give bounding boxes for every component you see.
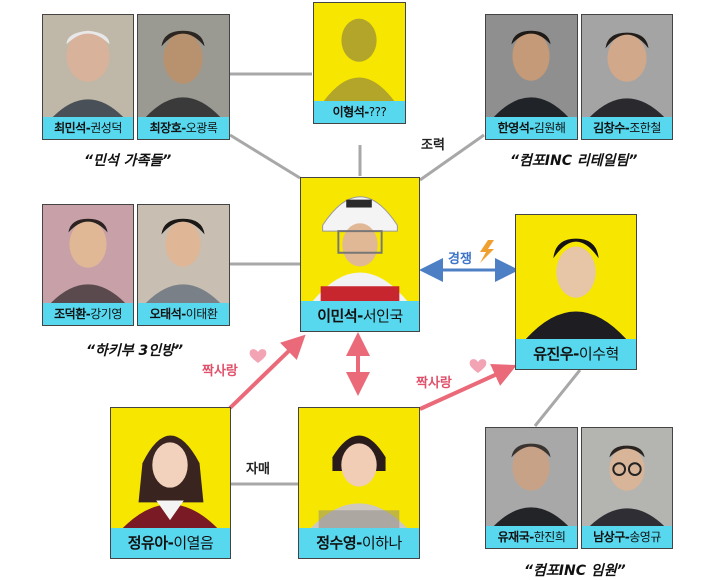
crush-arrow-right <box>419 364 517 411</box>
portrait-image <box>516 215 636 339</box>
actor-name: 강기영 <box>90 307 122 321</box>
relation-cooperation: 조력 <box>421 138 445 153</box>
line-retail <box>419 133 485 182</box>
crush-arrow-left <box>228 334 306 410</box>
actor-name: 서인국 <box>362 307 403 325</box>
separator: - <box>357 307 363 325</box>
card-oh-taeseok: 오태석-이태환 <box>137 204 230 326</box>
actor-name: 이하나 <box>361 534 402 552</box>
card-han-yeongseok: 한영석-김원해 <box>485 14 578 140</box>
separator: - <box>573 345 579 363</box>
caption-minseok-family: “민석 가족들” <box>84 153 172 169</box>
actor-name: 권성덕 <box>90 121 122 135</box>
portrait-image <box>111 408 230 528</box>
separator: - <box>529 530 534 544</box>
card-jo-deokhwan: 조덕환-강기영 <box>42 204 134 326</box>
role-name: 정수영 <box>316 534 357 552</box>
separator: - <box>624 121 630 135</box>
role-name: 이민석 <box>317 307 358 325</box>
role-name: 이형석 <box>332 105 365 119</box>
card-choi-jangho: 최장호-오광록 <box>137 14 230 140</box>
portrait-image <box>301 178 419 301</box>
card-yoo-jinwoo: 유진우-이수혁 <box>515 214 637 370</box>
card-nam-sanggu: 남상구-송영규 <box>581 427 673 549</box>
caption-kumpo-retail: “컴포INC 리테일팀” <box>510 153 638 169</box>
character-label: 유재국-한진희 <box>486 526 577 548</box>
character-label: 이형석-??? <box>314 101 405 123</box>
role-name: 오태석 <box>149 307 182 321</box>
card-yoo-jaeguk: 유재국-한진희 <box>485 427 578 549</box>
silhouette-image <box>314 3 405 101</box>
role-name: 정유아 <box>127 534 168 552</box>
card-jeong-suyeong: 정수영-이하나 <box>298 407 420 559</box>
actor-name: ??? <box>368 105 387 119</box>
separator: - <box>85 121 91 135</box>
character-label: 최민석-권성덕 <box>43 117 133 139</box>
separator: - <box>356 534 362 552</box>
character-label: 정수영-이하나 <box>299 528 419 558</box>
separator: - <box>167 534 174 552</box>
portrait-image <box>299 408 419 528</box>
heart-icon <box>469 359 487 373</box>
actor-name: 조한철 <box>629 121 661 135</box>
relation-crush-left: 짝사랑 <box>202 364 238 379</box>
portrait-image <box>138 15 229 117</box>
portrait-image <box>486 428 577 526</box>
relation-rivalry: 경쟁 <box>448 252 472 267</box>
card-kim-changsu: 김창수-조한철 <box>581 14 673 140</box>
actor-name: 한진희 <box>533 530 566 544</box>
character-label: 조덕환-강기영 <box>43 303 133 325</box>
card-jeong-yuah: 정유아-이열음 <box>110 407 231 559</box>
card-lee-minseok: 이민석-서인국 <box>300 177 420 332</box>
character-label: 김창수-조한철 <box>582 117 672 139</box>
portrait-image <box>43 15 133 117</box>
role-name: 유재국 <box>497 530 530 544</box>
portrait-image <box>582 15 672 117</box>
role-name: 김창수 <box>593 121 625 135</box>
portrait-image <box>582 428 672 526</box>
character-label: 한영석-김원해 <box>486 117 577 139</box>
relation-crush-right: 짝사랑 <box>416 376 452 391</box>
role-name: 한영석 <box>497 121 530 135</box>
role-name: 최장호 <box>149 121 182 135</box>
role-name: 유진우 <box>533 345 574 363</box>
character-label: 이민석-서인국 <box>301 301 419 331</box>
character-label: 최장호-오광록 <box>138 117 229 139</box>
actor-name: 이수혁 <box>578 345 619 363</box>
character-label: 오태석-이태환 <box>138 303 229 325</box>
character-label: 유진우-이수혁 <box>516 339 636 369</box>
role-name: 최민석 <box>54 121 86 135</box>
actor-name: 이태환 <box>185 307 218 321</box>
card-choi-minseok: 최민석-권성덕 <box>42 14 134 140</box>
character-label: 남상구-송영규 <box>582 526 672 548</box>
line-executives <box>533 369 582 427</box>
heart-icon <box>249 349 267 363</box>
line-family-diagonal <box>229 133 301 180</box>
role-name: 남상구 <box>593 530 625 544</box>
separator: - <box>364 105 369 119</box>
portrait-image <box>43 205 133 303</box>
caption-kumpo-exec: “컴포INC 임원” <box>524 563 626 579</box>
portrait-image <box>138 205 229 303</box>
separator: - <box>529 121 534 135</box>
portrait-image <box>486 15 577 117</box>
actor-name: 이열음 <box>173 534 214 552</box>
separator: - <box>85 307 91 321</box>
caption-hakibu: “하키부 3인방” <box>86 343 184 359</box>
card-lee-hyeongseok: 이형석-??? <box>313 2 406 124</box>
separator: - <box>181 307 186 321</box>
spark-icon <box>480 240 494 263</box>
actor-name: 송영규 <box>629 530 661 544</box>
character-label: 정유아-이열음 <box>111 528 230 558</box>
actor-name: 오광록 <box>185 121 218 135</box>
separator: - <box>181 121 186 135</box>
separator: - <box>624 530 630 544</box>
actor-name: 김원해 <box>533 121 566 135</box>
role-name: 조덕환 <box>54 307 86 321</box>
relation-sisters: 자매 <box>246 462 270 477</box>
